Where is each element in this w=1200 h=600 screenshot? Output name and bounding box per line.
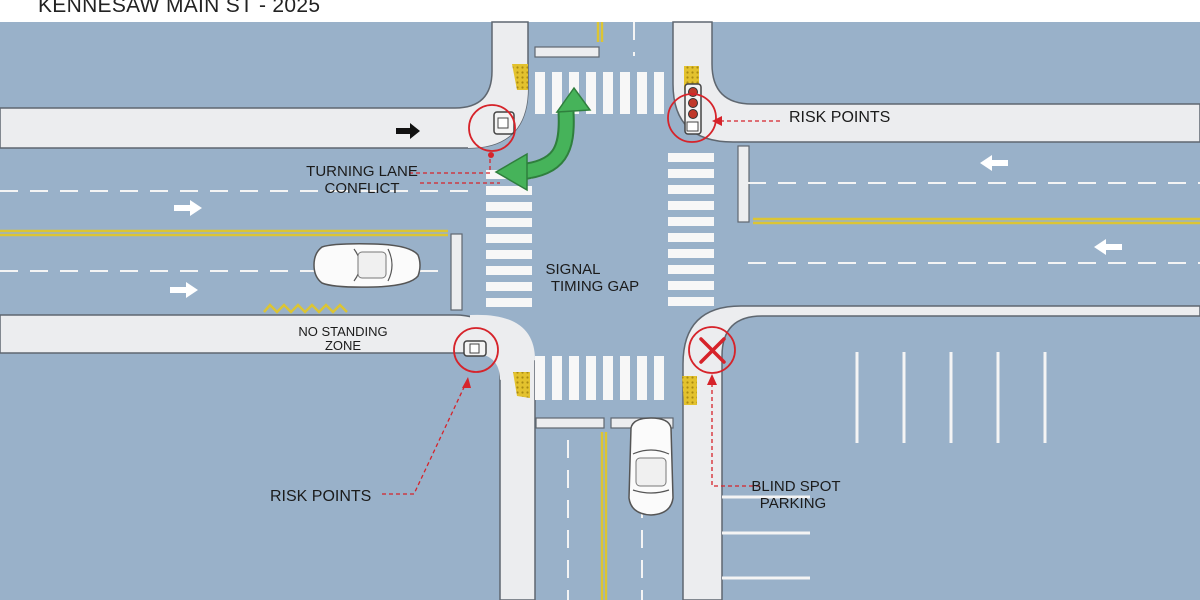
direction-arrow-icon (396, 123, 420, 139)
crosswalk-stripe (668, 249, 714, 258)
risk-markers (453, 93, 736, 374)
crosswalk-stripe (486, 202, 532, 211)
direction-arrow-icon (170, 282, 198, 298)
crosswalk-stripe (668, 265, 714, 274)
risk-dot (488, 152, 494, 158)
direction-arrow-icon (1094, 239, 1122, 255)
risk-arrowhead (707, 374, 717, 385)
direction-arrow-icon (174, 200, 202, 216)
direction-arrows (170, 123, 1122, 298)
turn-arrow-icon (494, 86, 592, 192)
crosswalk-south (535, 356, 664, 400)
no-standing-label: NO STANDING (298, 324, 387, 339)
crosswalk-stripe (486, 234, 532, 243)
crosswalk-stripe (569, 356, 579, 400)
risk-points-label: RISK POINTS (789, 109, 890, 126)
crosswalk-stripe (486, 250, 532, 259)
crosswalk-stripe (668, 169, 714, 178)
traffic-signal-icon (463, 340, 487, 357)
signal-timing-label: SIGNAL (545, 261, 600, 278)
parking-lines (722, 352, 1047, 580)
risk-leaders (382, 120, 782, 495)
crosswalk-east (668, 153, 714, 306)
crosswalk-stripe (668, 281, 714, 290)
crosswalk-stripe (486, 298, 532, 307)
crosswalk-stripe (586, 72, 596, 114)
diagram-title: KENNESAW MAIN ST - 2025 (38, 0, 321, 17)
crosswalk-stripe (552, 72, 562, 114)
crosswalk-west (486, 170, 532, 307)
crosswalk-stripe (535, 356, 545, 400)
no-standing-label: ZONE (325, 338, 361, 353)
crosswalk-stripe (620, 72, 630, 114)
crosswalk-stripe (486, 282, 532, 291)
crosswalk-stripe (637, 356, 647, 400)
crosswalk-stripe (486, 186, 532, 195)
blind-spot-label: BLIND SPOT (751, 478, 840, 495)
risk-arrowhead (462, 377, 471, 388)
crosswalk-stripe (668, 153, 714, 162)
risk-arrowhead (712, 116, 722, 126)
direction-arrow-icon (980, 155, 1008, 171)
yellow-center-lines (0, 22, 1200, 600)
crosswalk-stripe (668, 185, 714, 194)
no-standing-zigzag (263, 303, 348, 314)
crosswalk-stripe (552, 356, 562, 400)
turning-lane-label: TURNING LANE (306, 163, 418, 180)
crosswalk-stripe (486, 266, 532, 275)
crosswalk-stripe (603, 72, 613, 114)
crosswalk-stripe (668, 201, 714, 210)
crosswalk-stripe (603, 356, 613, 400)
crosswalk-stripe (620, 356, 630, 400)
crosswalk-stripe (654, 72, 664, 114)
turning-lane-label: CONFLICT (325, 180, 400, 197)
traffic-signal-icon (684, 83, 702, 135)
car-icon (628, 417, 674, 516)
crosswalk-stripe (535, 72, 545, 114)
crosswalk-stripe (637, 72, 647, 114)
no-entry-x-icon (699, 337, 726, 364)
risk-points-label: RISK POINTS (270, 488, 371, 505)
car-icon (313, 243, 421, 288)
crosswalk-stripe (654, 356, 664, 400)
crosswalk-stripe (668, 297, 714, 306)
blind-spot-label: PARKING (760, 495, 826, 512)
crosswalk-stripe (668, 233, 714, 242)
signal-timing-label: TIMING GAP (551, 278, 639, 295)
crosswalk-stripe (586, 356, 596, 400)
crosswalk-stripe (668, 217, 714, 226)
crosswalk-stripe (486, 218, 532, 227)
